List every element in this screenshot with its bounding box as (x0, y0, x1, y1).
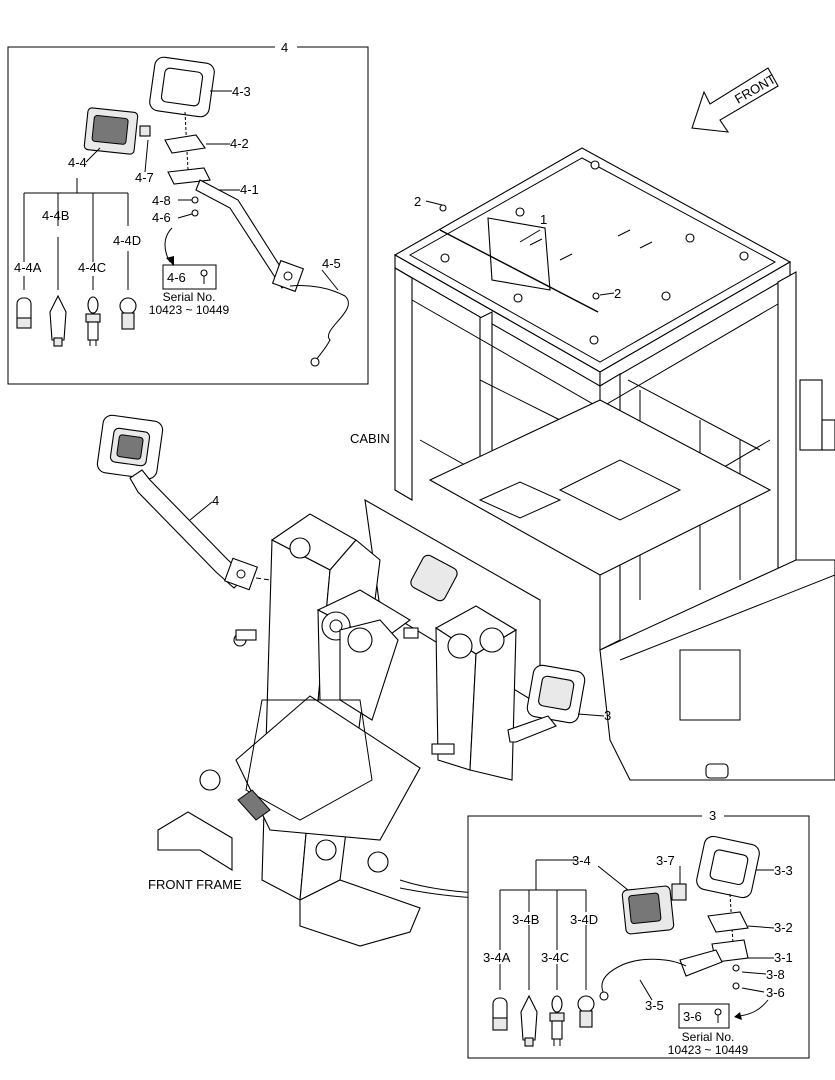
callout-4-4b: 4-4B (42, 208, 69, 223)
roof-plate-1 (487, 217, 551, 291)
detail-3-panel: 3 (467, 808, 810, 1059)
callout-4-7: 4-7 (135, 170, 154, 185)
callout-4-4a: 4-4A (14, 260, 42, 275)
callout-3-4: 3-4 (572, 853, 591, 868)
detail-3-title: 3 (709, 808, 716, 823)
callout-3-4d: 3-4D (570, 912, 598, 927)
callout-4-5: 4-5 (322, 256, 341, 271)
callout-4-3: 4-3 (232, 84, 251, 99)
callout-4-6: 4-6 (152, 210, 171, 225)
work-lamp-guard-4-3 (149, 56, 215, 171)
callout-3-3: 3-3 (774, 863, 793, 878)
callout-main-4: 4 (212, 493, 219, 508)
serial-inset-4-caption: Serial No. (163, 290, 216, 304)
callout-4-4c: 4-4C (78, 260, 106, 275)
serial-inset-4-range: 10423 ~ 10449 (149, 303, 230, 317)
callout-3-7: 3-7 (656, 853, 675, 868)
bulb-4-4a-icon (16, 297, 32, 329)
serial-inset-3-part: 3-6 (683, 1009, 702, 1024)
lamp-arm-3-1 (679, 939, 749, 977)
work-lamp-guard-3-3 (696, 835, 760, 961)
callout-3-2: 3-2 (774, 920, 793, 935)
callout-4-2: 4-2 (230, 136, 249, 151)
callout-4-8: 4-8 (152, 193, 171, 208)
callout-3-4a: 3-4A (483, 950, 511, 965)
cabin-label: CABIN (350, 431, 390, 446)
bulb-3-4c-icon (549, 995, 565, 1046)
detail-4-panel: 4 (7, 39, 369, 385)
bulb-4-4d-icon (119, 297, 137, 330)
serial-inset-3: 3-6 Serial No. 10423 ~ 10449 (668, 1003, 749, 1057)
callout-main-3: 3 (604, 708, 611, 723)
detail-4-title: 4 (281, 40, 288, 55)
work-lamp-4-4 (83, 107, 151, 155)
callout-main-1: 1 (540, 212, 547, 227)
callout-main-2b: 2 (614, 286, 621, 301)
serial-inset-3-range: 10423 ~ 10449 (668, 1043, 749, 1057)
bulb-4-4c-icon (85, 296, 101, 346)
lamp-plate-4-2 (164, 134, 206, 154)
serial-inset-4: 4-6 Serial No. 10423 ~ 10449 (149, 264, 230, 317)
callout-3-8: 3-8 (766, 967, 785, 982)
bulb-3-4b-icon (520, 994, 538, 1047)
work-lamp-3-4 (621, 883, 687, 935)
callout-4-4d: 4-4D (113, 233, 141, 248)
serial-inset-3-caption: Serial No. (682, 1030, 735, 1044)
callout-3-1: 3-1 (774, 950, 793, 965)
wiring-harness-3-5 (601, 958, 687, 995)
lamp-plate-3-2 (707, 911, 749, 933)
bulb-4-4b-icon (49, 294, 67, 347)
callout-3-4c: 3-4C (541, 950, 569, 965)
serial-inset-4-part: 4-6 (167, 270, 186, 285)
lamp-assembly-4: 4 (96, 414, 301, 591)
callout-3-4b: 3-4B (512, 912, 539, 927)
front-direction-arrow: FRONT (691, 67, 779, 133)
callout-4-1: 4-1 (240, 182, 259, 197)
front-frame-label: FRONT FRAME (148, 877, 242, 892)
lamp-assembly-3: 3 (507, 664, 611, 743)
bulb-3-4a-icon (492, 997, 508, 1031)
front-frame-drawing (157, 513, 521, 947)
cabin-drawing (364, 147, 835, 781)
lamp-arm-4-1 (167, 167, 305, 293)
bulb-3-4d-icon (577, 995, 595, 1028)
callout-main-2a: 2 (414, 194, 421, 209)
callout-4-4: 4-4 (68, 155, 87, 170)
wiring-harness-4-5 (289, 285, 349, 363)
callout-3-5: 3-5 (645, 998, 664, 1013)
callout-3-6: 3-6 (766, 985, 785, 1000)
